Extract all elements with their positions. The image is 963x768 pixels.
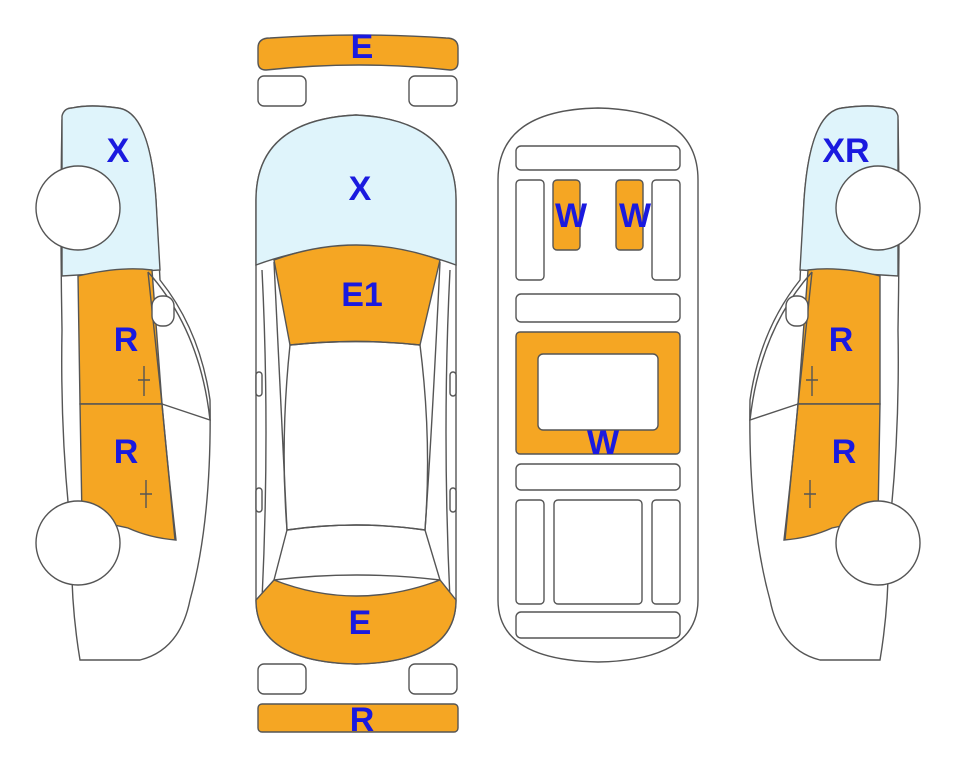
right-windshield-label: XR bbox=[822, 132, 869, 170]
right-front-door-label: R bbox=[829, 321, 854, 359]
rear-trunk-area[interactable] bbox=[255, 579, 457, 665]
middle-bar bbox=[515, 293, 681, 323]
front-left-light bbox=[257, 75, 307, 107]
rear-right-light bbox=[408, 663, 458, 695]
rear-left-light bbox=[257, 663, 307, 695]
right-front-wheel bbox=[835, 165, 921, 251]
left-handle-top bbox=[255, 487, 263, 513]
front-left-panel bbox=[515, 179, 545, 281]
right-front-door-area[interactable] bbox=[797, 268, 881, 405]
right-rear-wheel bbox=[835, 500, 921, 586]
hood-label: E1 bbox=[341, 276, 383, 314]
rear-seat bbox=[553, 499, 643, 605]
rear-bar bbox=[515, 463, 681, 491]
left-front-door-label: R bbox=[114, 321, 139, 359]
left-side-line bbox=[261, 269, 267, 601]
front-bumper-label: E bbox=[351, 28, 374, 66]
left-windshield-label: X bbox=[107, 132, 130, 170]
left-front-door-area[interactable] bbox=[77, 268, 163, 405]
right-rear-door-label: R bbox=[832, 433, 857, 471]
right-rear-handle bbox=[804, 480, 816, 508]
left-rear-handle bbox=[140, 480, 152, 508]
trunk-bar bbox=[515, 611, 681, 639]
front-bumper-area[interactable] bbox=[257, 34, 459, 71]
left-front-handle bbox=[138, 366, 150, 396]
right-side-line bbox=[445, 269, 451, 601]
windshield-label: X bbox=[349, 170, 372, 208]
left-mirror-top bbox=[255, 371, 263, 397]
rear-bumper-label: R bbox=[350, 701, 375, 739]
interior-center-window bbox=[537, 353, 659, 431]
left-front-wheel bbox=[35, 165, 121, 251]
interior-seat-left-label: W bbox=[555, 197, 588, 235]
left-rear-wheel bbox=[35, 500, 121, 586]
right-front-handle bbox=[806, 366, 818, 396]
left-rear-door-label: R bbox=[114, 433, 139, 471]
interior-center-label: W bbox=[587, 424, 620, 462]
right-side-line-2 bbox=[424, 261, 441, 531]
interior-seat-right-label: W bbox=[619, 197, 652, 235]
right-handle-top bbox=[449, 487, 457, 513]
front-right-panel bbox=[651, 179, 681, 281]
right-mirror bbox=[785, 295, 809, 327]
rear-right-panel bbox=[651, 499, 681, 605]
left-side-line-2 bbox=[273, 261, 288, 531]
interior-seat-left[interactable] bbox=[552, 179, 581, 251]
front-right-light bbox=[408, 75, 458, 107]
right-mirror-top bbox=[449, 371, 457, 397]
rear-left-panel bbox=[515, 499, 545, 605]
interior-seat-right[interactable] bbox=[615, 179, 644, 251]
rear-bumper-area[interactable] bbox=[257, 703, 459, 733]
rear-trunk-label: E bbox=[349, 604, 372, 642]
dashboard bbox=[515, 145, 681, 171]
left-mirror bbox=[151, 295, 175, 327]
